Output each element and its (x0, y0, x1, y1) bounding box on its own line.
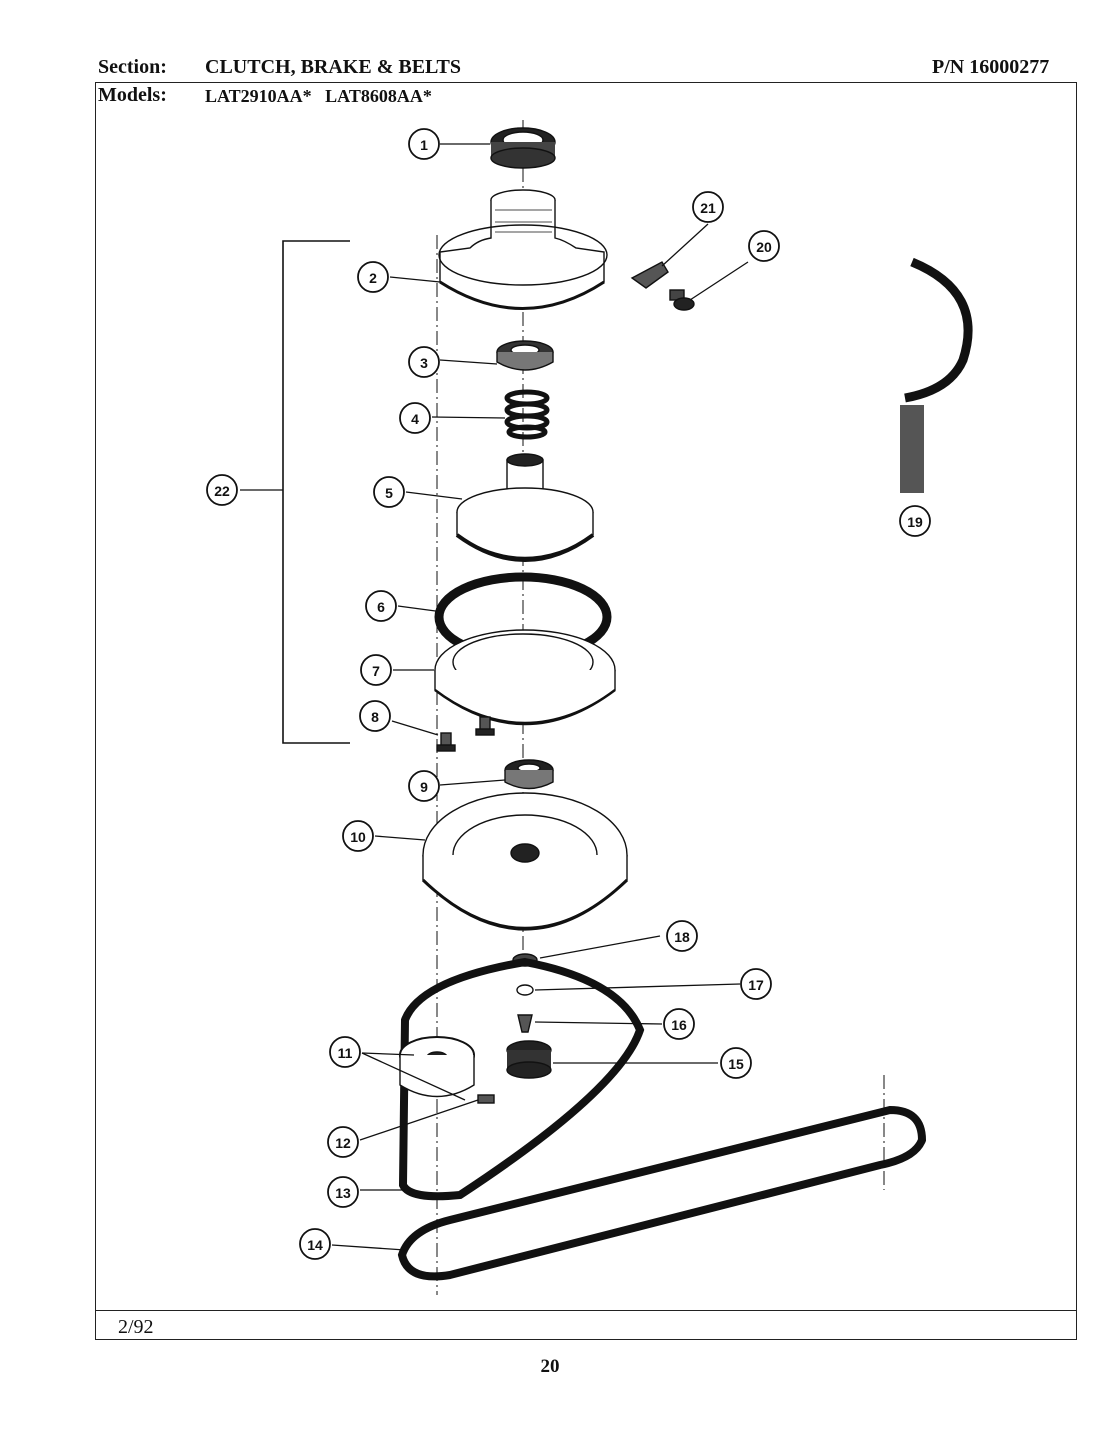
callout-6: 6 (365, 590, 397, 622)
diagram-frame (95, 82, 1077, 1340)
part-9-bearing (504, 759, 554, 790)
part-12-set-screw (477, 1094, 495, 1104)
part-5-clutch-drum (455, 453, 595, 562)
callout-label: 14 (307, 1237, 323, 1253)
callout-12: 12 (327, 1126, 359, 1158)
callout-1: 1 (408, 128, 440, 160)
part-19-brake-shoe (900, 257, 973, 493)
part-15-bushing (506, 1040, 552, 1079)
callout-label: 21 (700, 200, 716, 216)
callout-label: 15 (728, 1056, 744, 1072)
callout-3: 3 (408, 346, 440, 378)
callout-label: 10 (350, 829, 366, 845)
callout-label: 7 (372, 663, 380, 679)
callout-17: 17 (740, 968, 772, 1000)
callout-2: 2 (357, 261, 389, 293)
callout-label: 4 (411, 411, 419, 427)
callout-8: 8 (359, 700, 391, 732)
callout-21: 21 (692, 191, 724, 223)
callout-label: 11 (338, 1045, 353, 1061)
part-8-screws (436, 716, 495, 752)
part-20-screw (669, 289, 695, 311)
callout-19: 19 (899, 505, 931, 537)
part-2-clutch-housing (438, 189, 608, 310)
callout-label: 20 (756, 239, 772, 255)
models-value: LAT2910AA* LAT8608AA* (205, 86, 432, 106)
callout-22: 22 (206, 474, 238, 506)
callout-13: 13 (327, 1176, 359, 1208)
callout-label: 9 (420, 779, 428, 795)
part-3-seal (496, 340, 554, 371)
page-number: 20 (540, 1356, 560, 1377)
models-label: Models: (98, 84, 167, 106)
callout-10: 10 (342, 820, 374, 852)
leader-lines (240, 143, 749, 1251)
callout-label: 12 (335, 1135, 351, 1151)
callout-7: 7 (360, 654, 392, 686)
callout-label: 6 (377, 599, 385, 615)
callout-15: 15 (720, 1047, 752, 1079)
part-7-brake-housing (434, 629, 616, 726)
footer-divider (95, 1310, 1077, 1311)
part-number: P/N 16000277 (932, 56, 1050, 78)
callout-11: 11 (329, 1036, 361, 1068)
callout-label: 18 (674, 929, 690, 945)
part-13-belt (398, 957, 645, 1201)
assembly-22-bracket (282, 240, 350, 744)
callout-20: 20 (748, 230, 780, 262)
callout-5: 5 (373, 476, 405, 508)
part-4-spring (504, 389, 550, 440)
callout-16: 16 (663, 1008, 695, 1040)
part-14-belt (397, 1105, 927, 1281)
callout-9: 9 (408, 770, 440, 802)
part-21-clip (630, 261, 669, 289)
part-1-bearing (490, 127, 556, 169)
section-label: Section: (98, 56, 167, 78)
callout-label: 8 (371, 709, 379, 725)
callout-label: 17 (748, 977, 764, 993)
revision-date: 2/92 (118, 1316, 154, 1338)
callout-label: 16 (671, 1017, 687, 1033)
callout-label: 22 (214, 483, 230, 499)
callout-label: 19 (907, 514, 923, 530)
part-16-screw (517, 1014, 533, 1033)
callout-18: 18 (666, 920, 698, 952)
part-11-motor-pulley (399, 1036, 475, 1098)
callout-label: 3 (420, 355, 428, 371)
callout-4: 4 (399, 402, 431, 434)
callout-14: 14 (299, 1228, 331, 1260)
part-17-washer (516, 984, 534, 996)
part-10-pulley (421, 792, 629, 931)
callout-label: 2 (369, 270, 377, 286)
callout-label: 5 (385, 485, 393, 501)
callout-label: 13 (335, 1185, 351, 1201)
section-title: CLUTCH, BRAKE & BELTS (205, 56, 461, 78)
callout-label: 1 (420, 137, 428, 153)
